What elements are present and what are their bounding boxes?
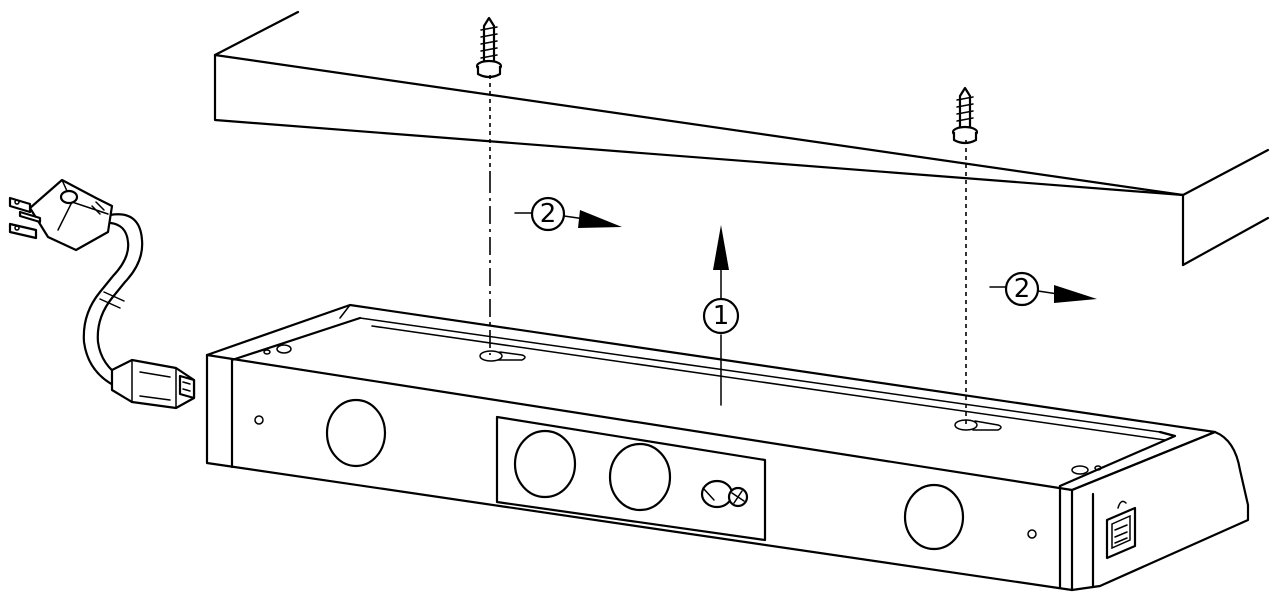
callout-2-right: 2 (1014, 274, 1031, 304)
callout-2-left: 2 (540, 199, 557, 229)
arrow-icon (713, 225, 729, 270)
network-port-icon (1105, 500, 1137, 560)
arrow-icon (1054, 285, 1097, 303)
iec-connector-icon (110, 358, 196, 410)
knockout-hole (608, 442, 672, 512)
slide-arrow-left: 2 (514, 196, 622, 232)
callout-1: 1 (713, 301, 730, 331)
power-plug-icon (8, 178, 114, 252)
knockout-hole (513, 429, 577, 499)
screw-icon (951, 86, 979, 145)
mounting-shelf (213, 10, 1270, 267)
knockout-hole (325, 398, 387, 468)
screw-icon (727, 486, 749, 508)
knockout-hole (903, 483, 965, 551)
cover-plate (495, 415, 767, 542)
arrow-icon (578, 210, 622, 228)
power-cord (8, 178, 196, 410)
screw-icon (475, 16, 503, 79)
slide-arrow-right: 2 (989, 271, 1097, 307)
device-housing (205, 303, 1250, 592)
